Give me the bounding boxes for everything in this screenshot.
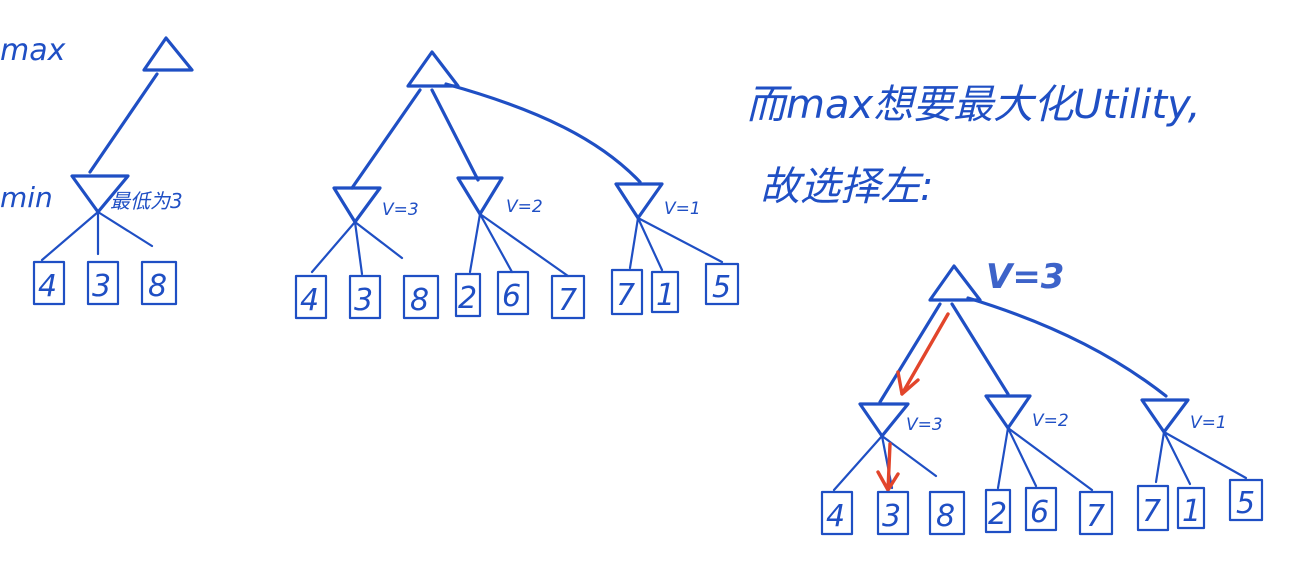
tree3-leaf-box <box>1176 486 1206 530</box>
tree2-min-value-0: V=3 <box>382 200 419 220</box>
note-line-2: 故选择左: <box>760 164 933 210</box>
tree3-leaf-box <box>1228 478 1264 522</box>
tree3-leaf-6: 7 <box>1142 494 1161 529</box>
tree3-min-value-1: V=2 <box>1032 411 1069 431</box>
tree1-min-node <box>70 174 130 214</box>
tree3-min-node-0 <box>858 402 910 438</box>
tree3-min-node-2 <box>1140 398 1190 434</box>
tree3-leaf-box <box>1136 484 1170 532</box>
tree2: V=3 V=2 V=1 4 3 8 2 6 7 7 1 5 <box>294 50 740 320</box>
min-label: min <box>0 181 53 214</box>
tree3-leaf-1: 3 <box>882 499 901 534</box>
tree3-leaf-2: 8 <box>936 499 955 534</box>
tree2-min-node-1 <box>456 176 504 216</box>
tree2-leaf-6: 7 <box>616 278 635 313</box>
tree3-leaf-box <box>928 490 966 536</box>
tree2-leaf-7: 1 <box>656 278 675 313</box>
tree2-min-value-2: V=1 <box>664 199 701 219</box>
tree1-leaf-1: 3 <box>92 269 111 304</box>
tree3-leaf-box <box>1078 490 1114 536</box>
tree1-leaf-box <box>86 260 120 306</box>
tree3-leaf-3: 2 <box>988 497 1007 532</box>
tree2-leaf-box <box>454 272 482 318</box>
tree1-leaf-2: 8 <box>148 269 167 304</box>
tree2-leaf-box <box>402 274 440 320</box>
tree3-leaf-box <box>1024 486 1058 532</box>
tree2-leaf-1: 3 <box>354 283 373 318</box>
tree1-max-node <box>142 36 194 72</box>
tree1: 最低为3 4 3 8 <box>32 36 194 306</box>
tree2-leaf-8: 5 <box>712 270 731 305</box>
tree2-min-edges-1 <box>468 212 570 278</box>
tree2-leaf-box <box>294 274 328 320</box>
tree2-leaf-box <box>550 274 586 320</box>
tree3-leaf-box <box>876 490 910 536</box>
tree1-leaf-0: 4 <box>38 269 57 304</box>
tree3-leaf-7: 1 <box>1182 494 1201 529</box>
tree3-max-edges <box>878 296 1168 404</box>
tree1-edge <box>88 72 159 174</box>
chosen-path-arrow-1 <box>896 312 950 396</box>
max-label: max <box>0 33 66 68</box>
tree3-leaf-box <box>984 488 1012 534</box>
tree2-leaf-2: 8 <box>410 283 429 318</box>
tree3-leaf-5: 7 <box>1086 499 1105 534</box>
tree2-leaf-box <box>650 270 680 314</box>
tree2-leaf-3: 2 <box>458 281 477 316</box>
tree3-root-value: V=3 <box>986 257 1064 297</box>
tree1-leaf-box <box>140 260 178 306</box>
note-line-1: 而max想要最大化Utility, <box>746 82 1200 128</box>
tree2-min-edges-2 <box>628 216 724 272</box>
explanation-note: 而max想要最大化Utility, 故选择左: <box>746 82 1200 210</box>
tree3-min-value-0: V=3 <box>906 415 943 435</box>
tree2-leaf-box <box>348 274 382 320</box>
tree2-leaf-box <box>610 268 644 316</box>
tree3-min-edges-1 <box>996 426 1094 492</box>
tree3-min-edges-2 <box>1154 430 1248 486</box>
tree2-min-value-1: V=2 <box>506 197 543 217</box>
tree2-min-node-0 <box>332 186 382 224</box>
tree2-leaf-4: 6 <box>502 279 521 314</box>
tree2-max-node <box>406 50 460 88</box>
tree1-min-note: 最低为3 <box>110 189 183 213</box>
tree3-leaf-4: 6 <box>1030 495 1049 530</box>
chosen-path-arrow-2 <box>876 442 900 492</box>
tree3-min-value-2: V=1 <box>1190 413 1227 433</box>
tree2-leaf-0: 4 <box>300 283 319 318</box>
tree2-min-node-2 <box>614 182 664 220</box>
tree3-max-node <box>928 264 982 302</box>
tree1-min-edges <box>40 210 154 262</box>
tree2-leaf-5: 7 <box>558 283 577 318</box>
tree2-min-edges-0 <box>310 220 404 276</box>
tree2-max-edges <box>350 82 642 190</box>
tree2-leaf-box <box>496 270 530 316</box>
tree3-min-node-1 <box>984 394 1032 430</box>
tree2-leaf-box <box>704 262 740 306</box>
tree1-leaf-box <box>32 260 66 306</box>
tree3: V=3 V=3 V=2 V=1 4 3 8 2 6 7 7 1 5 <box>820 257 1264 536</box>
tree3-leaf-box <box>820 490 854 536</box>
tree3-leaf-8: 5 <box>1236 486 1255 521</box>
tree3-leaf-0: 4 <box>826 499 845 534</box>
